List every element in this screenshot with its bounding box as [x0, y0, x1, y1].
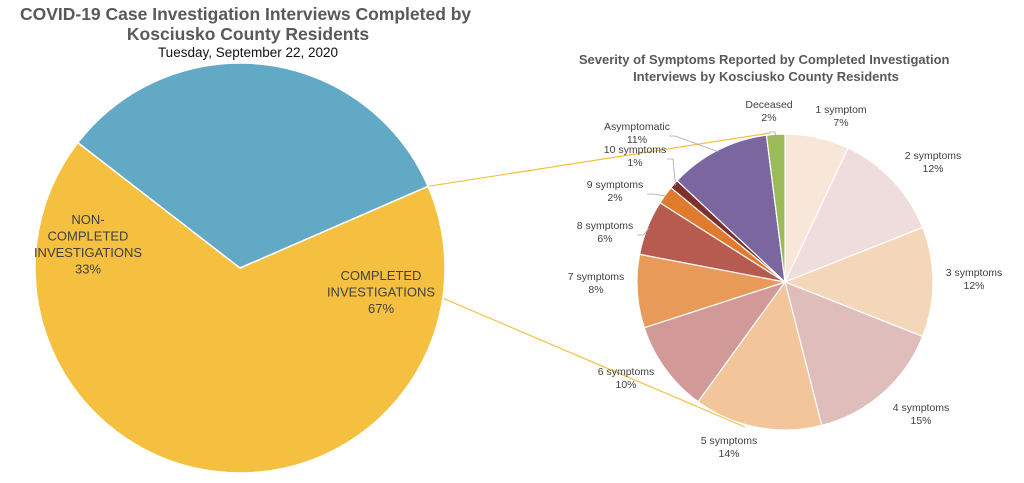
label-value: 12% — [963, 280, 984, 292]
leader-line-10-symptoms — [667, 158, 676, 186]
slice-asymptomatic — [676, 134, 786, 284]
label-value: 12% — [922, 163, 943, 175]
label-value: 1% — [627, 157, 642, 169]
label-name: Deceased — [745, 99, 792, 111]
leader-line-8-symptoms — [637, 228, 650, 236]
label-name: 3 symptoms — [946, 267, 1003, 279]
label-name: Asymptomatic — [604, 121, 670, 133]
label-name: 8 symptoms — [577, 220, 634, 232]
label-line: COMPLETED — [48, 229, 129, 244]
label-name: 2 symptoms — [905, 150, 962, 162]
main-pie — [34, 62, 446, 474]
label-value: 2% — [607, 192, 622, 204]
main-title-line-2: Kosciusko County Residents — [127, 24, 369, 44]
main-subtitle: Tuesday, September 22, 2020 — [158, 45, 338, 60]
label-value: 14% — [718, 448, 739, 460]
label-value: 6% — [597, 233, 612, 245]
slice-4-symptoms — [784, 281, 924, 427]
main-title-line-1: COVID-19 Case Investigation Interviews C… — [20, 4, 471, 24]
label-name: 6 symptoms — [598, 366, 655, 378]
label-name: 10 symptoms — [604, 144, 666, 156]
secondary-title-line-2: Interviews by Kosciusko County Residents — [633, 69, 899, 84]
slice-completed-investigations — [34, 141, 446, 474]
label-name: 1 symptom — [815, 104, 867, 116]
label-line: COMPLETED — [341, 268, 422, 283]
label-value: 11% — [627, 134, 647, 146]
label-name: 9 symptoms — [587, 179, 644, 191]
secondary-title: Severity of Symptoms Reported by Complet… — [579, 52, 953, 84]
leader-line-asymptomatic — [669, 135, 719, 153]
label-value: 8% — [588, 284, 603, 296]
connector-line-top — [427, 132, 771, 187]
label-value: 10% — [615, 379, 636, 391]
label-value: 15% — [910, 415, 931, 427]
label-line: NON- — [71, 212, 104, 227]
severity-pie — [636, 133, 934, 431]
secondary-title-line-1: Severity of Symptoms Reported by Complet… — [579, 52, 950, 67]
slice-2-symptoms — [783, 147, 924, 284]
label-value: 2% — [761, 112, 776, 124]
label-line: INVESTIGATIONS — [34, 245, 142, 260]
label-name: 7 symptoms — [568, 271, 625, 283]
leader-line-9-symptoms — [647, 193, 667, 197]
label-name: 4 symptoms — [893, 402, 950, 414]
label-value: 33% — [75, 262, 101, 277]
slice-non-completed-investigations — [76, 62, 429, 269]
label-name: 5 symptoms — [701, 435, 758, 447]
label-line: INVESTIGATIONS — [327, 285, 435, 300]
leader-line-deceased — [769, 131, 777, 137]
slice-5-symptoms — [697, 280, 823, 431]
main-title: COVID-19 Case Investigation Interviews C… — [20, 4, 476, 44]
slice-3-symptoms — [783, 226, 934, 338]
label-value: 7% — [833, 117, 848, 129]
label-value: 67% — [368, 301, 394, 316]
slice-6-symptoms — [643, 280, 787, 403]
